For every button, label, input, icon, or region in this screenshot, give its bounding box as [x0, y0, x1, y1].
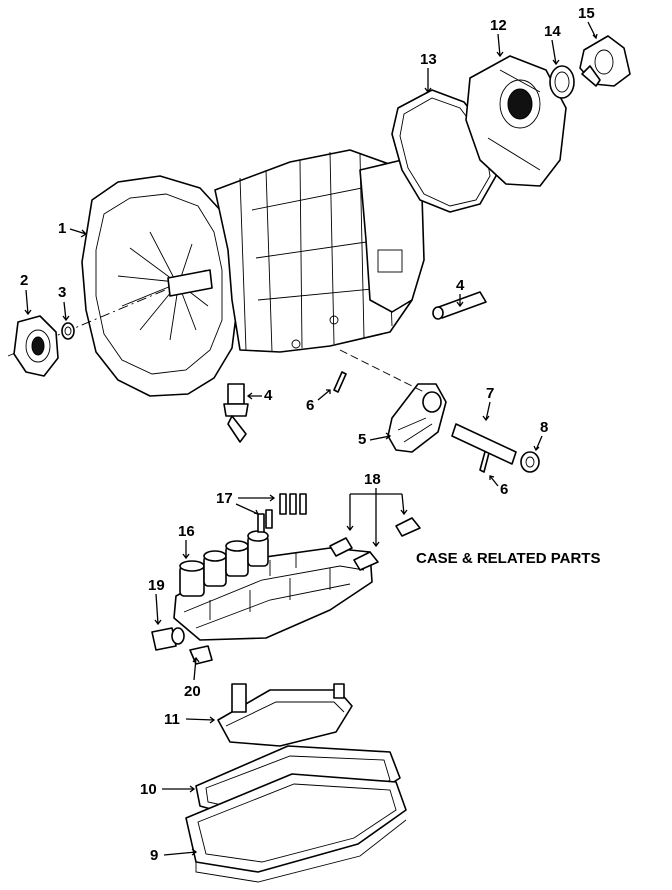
- callout-18: 18: [364, 471, 381, 488]
- callout-14: 14: [544, 23, 561, 40]
- callout-6-lower: 6: [500, 481, 508, 498]
- callout-4-upper: 4: [456, 277, 465, 294]
- callout-2: 2: [20, 272, 28, 289]
- callout-5: 5: [358, 431, 366, 448]
- callout-3: 3: [58, 284, 66, 301]
- callout-20: 20: [184, 683, 201, 700]
- o-ring: [61, 322, 75, 340]
- callouts: 1 2 3 4 4 5 6 6 7 8 9 10 11 12 13 14 15: [20, 5, 598, 864]
- pressure-sensor: [151, 627, 185, 651]
- callout-17: 17: [216, 490, 233, 507]
- output-flange: [579, 35, 631, 87]
- callout-1: 1: [58, 220, 66, 237]
- callout-15: 15: [578, 5, 595, 22]
- check-balls: [257, 493, 307, 533]
- callout-10: 10: [140, 781, 157, 798]
- callout-16: 16: [178, 523, 195, 540]
- valve-body: [173, 530, 373, 641]
- callout-19: 19: [148, 577, 165, 594]
- callout-6-upper: 6: [306, 397, 314, 414]
- callout-8: 8: [540, 419, 548, 436]
- manual-shaft: [451, 423, 517, 465]
- dowel-pin-upper: [333, 371, 347, 393]
- callout-13: 13: [420, 51, 437, 68]
- transmission-case: [7, 149, 425, 397]
- shaft-nut: [520, 451, 540, 473]
- extension-seal: [549, 65, 575, 99]
- callout-9: 9: [150, 847, 158, 864]
- diagram-caption: CASE & RELATED PARTS: [416, 550, 600, 567]
- callout-4-lower: 4: [264, 387, 273, 404]
- solenoid-cans: [179, 530, 269, 597]
- oil-pan: [185, 773, 407, 883]
- extension-housing: [465, 55, 567, 187]
- callout-12: 12: [490, 17, 507, 34]
- front-pump-seal: [13, 315, 59, 377]
- callout-7: 7: [486, 385, 494, 402]
- callout-11: 11: [164, 711, 180, 728]
- shift-solenoids: [329, 517, 421, 571]
- speed-sensor-lower: [223, 383, 249, 443]
- oil-filter: [217, 683, 353, 747]
- selector-lever: [339, 349, 447, 453]
